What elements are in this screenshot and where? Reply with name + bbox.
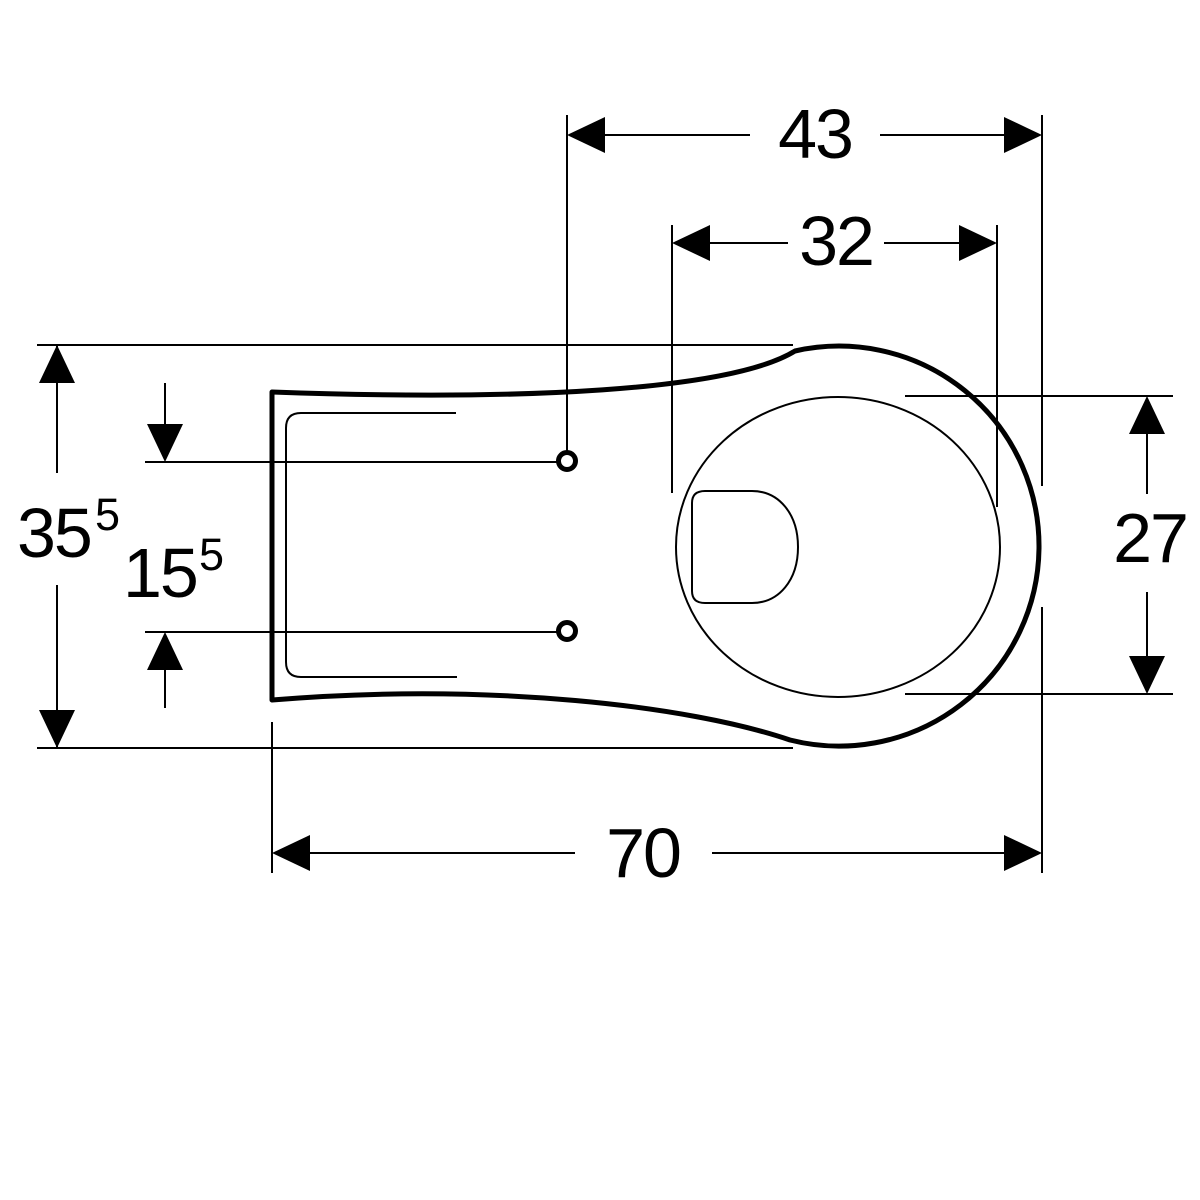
mounting-hole-top [556,450,578,472]
arrowhead-up [39,345,75,383]
dim-label-35: 35 [17,494,91,572]
arrowhead-up [1129,396,1165,434]
tank-inner-line [285,412,457,678]
dim-label-32: 32 [799,202,873,280]
arrowhead-right [1004,117,1042,153]
mounting-hole-bottom [556,620,578,642]
arrowhead-right [1004,835,1042,871]
arrowhead-left [272,835,310,871]
dim-label-15: 15 [123,534,197,612]
fixture-outline [269,343,1042,749]
arrowhead-down [1129,656,1165,694]
dim-label-35-superscript: 5 [95,489,119,540]
dim-label-70: 70 [606,814,680,892]
dim-label-27: 27 [1113,499,1187,577]
dim-label-15-superscript: 5 [199,529,223,580]
arrowhead-left [567,117,605,153]
arrowhead-right [959,225,997,261]
arrowhead-left [672,225,710,261]
drain-outline [691,490,800,604]
dim-label-43: 43 [778,95,852,173]
fixture-body [269,343,1042,749]
arrowhead-down [39,710,75,748]
arrowhead-down [147,424,183,462]
bowl-rim [675,396,1001,698]
dimension-labels: 43 32 35 5 15 5 27 70 [17,95,1189,892]
arrowhead-up [147,632,183,670]
extension-lines [37,115,1173,873]
arrowheads [39,117,1165,871]
